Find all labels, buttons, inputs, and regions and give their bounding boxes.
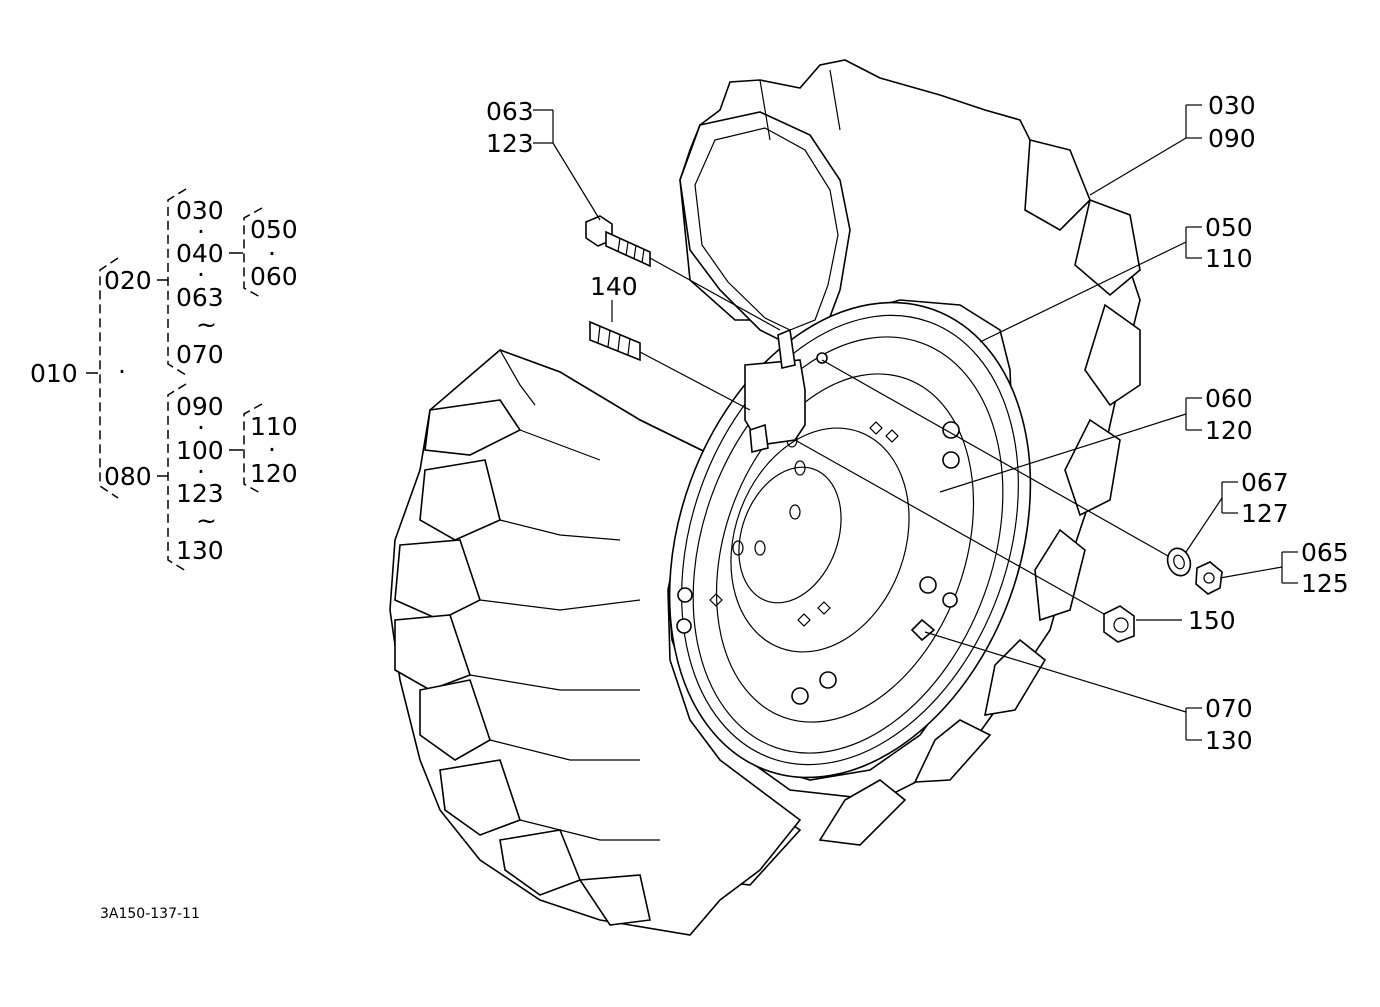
nut-part-large [1103, 605, 1135, 643]
callout-067: 067 [1241, 468, 1289, 497]
tree-item-130: 130 [176, 536, 224, 565]
parts-tree: 010 · 020 030 · 040 · 063 ~ 070 050 · 06… [30, 188, 298, 572]
tree-item-040: 040 [176, 239, 224, 268]
callout-127: 127 [1241, 499, 1289, 528]
callout-063: 063 [486, 97, 534, 126]
leader-lines [533, 104, 1298, 741]
callout-130: 130 [1205, 726, 1253, 755]
callout-065: 065 [1301, 538, 1349, 567]
tree-dot: · [197, 457, 205, 486]
tree-item-100: 100 [176, 436, 224, 465]
tree-root-dot: · [118, 357, 126, 386]
callout-labels: 063 123 140 030 090 050 110 060 120 067 … [486, 91, 1349, 755]
nut-part-small [1195, 561, 1223, 595]
bolt-part [585, 215, 651, 268]
tree-item-030: 030 [176, 196, 224, 225]
callout-150: 150 [1188, 606, 1236, 635]
tree-dot: · [197, 260, 205, 289]
callout-060: 060 [1205, 384, 1253, 413]
callout-140: 140 [590, 272, 638, 301]
washer-part [1166, 547, 1192, 577]
callout-110: 110 [1205, 244, 1253, 273]
tree-dot: · [268, 239, 276, 268]
tree-dot: · [268, 435, 276, 464]
tree-item-090: 090 [176, 392, 224, 421]
callout-070: 070 [1205, 694, 1253, 723]
tree-item-063: 063 [176, 283, 224, 312]
tree-dot: · [197, 413, 205, 442]
tree-item-060: 060 [250, 262, 298, 291]
callout-125: 125 [1301, 569, 1349, 598]
stud-part [589, 320, 641, 362]
tree-root-label: 010 [30, 359, 78, 388]
tree-tilde: ~ [196, 310, 217, 339]
callout-090: 090 [1208, 124, 1256, 153]
tree-dot: · [197, 217, 205, 246]
tree-item-110: 110 [250, 412, 298, 441]
callout-050: 050 [1205, 213, 1253, 242]
callout-120: 120 [1205, 416, 1253, 445]
tree-item-050: 050 [250, 215, 298, 244]
tire-illustration [389, 59, 1223, 936]
tree-item-070: 070 [176, 340, 224, 369]
tree-group-b-label: 080 [104, 462, 152, 491]
tree-item-123: 123 [176, 479, 224, 508]
callout-123: 123 [486, 129, 534, 158]
drawing-code: 3A150-137-11 [100, 906, 200, 922]
tree-item-120: 120 [250, 459, 298, 488]
tree-tilde: ~ [196, 506, 217, 535]
callout-030: 030 [1208, 91, 1256, 120]
tree-group-a-label: 020 [104, 266, 152, 295]
